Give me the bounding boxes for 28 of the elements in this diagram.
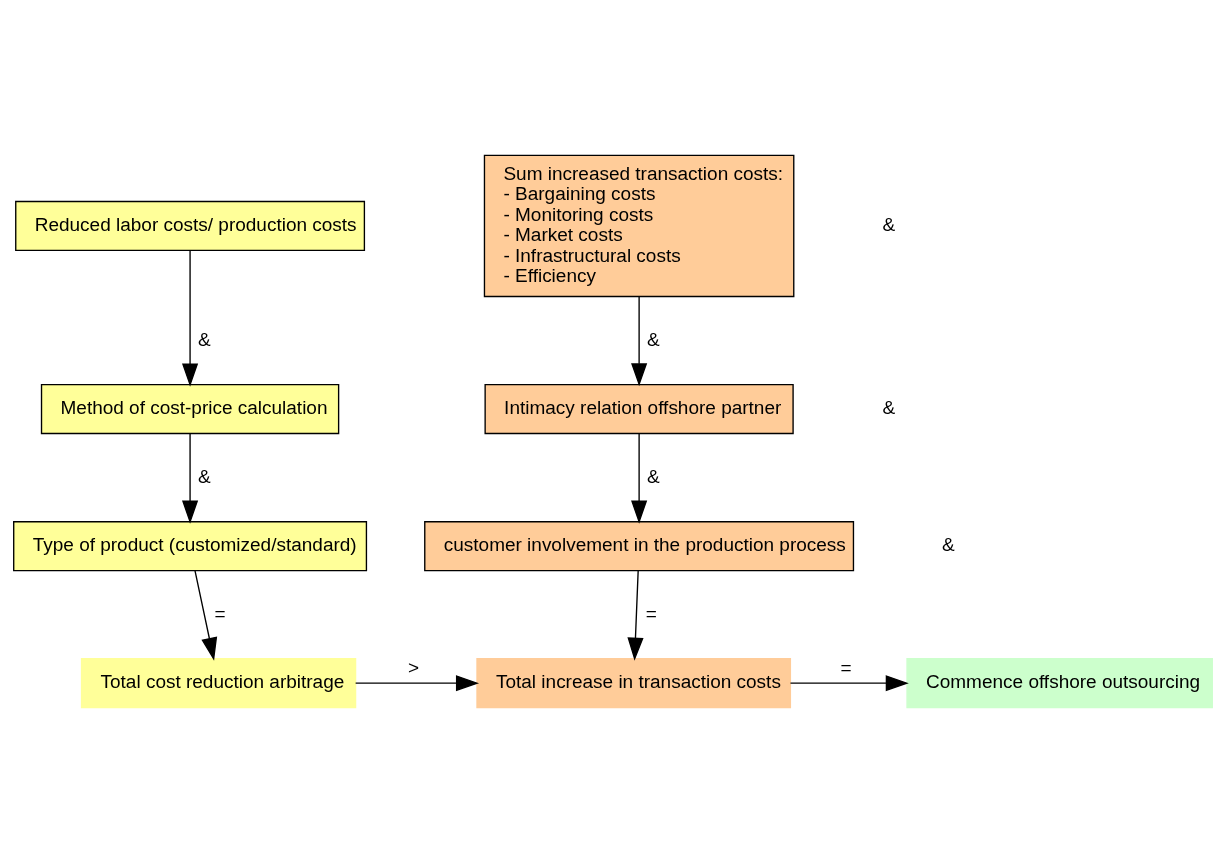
arrow [631, 433, 648, 524]
arrow [631, 295, 648, 387]
edge-label: = [214, 602, 226, 624]
arrow [182, 249, 199, 387]
node-box: Reduced labor costs/ production costs [15, 200, 366, 252]
arrow [627, 570, 644, 661]
arrow [194, 570, 218, 661]
label: & [882, 213, 896, 235]
edge-label: = [645, 602, 657, 624]
edge-label: & [647, 465, 660, 487]
edge-label: > [408, 656, 420, 678]
arrow [354, 675, 480, 692]
node-box: Intimacy relation offshore partner [484, 384, 794, 435]
node-box: Sum increased transaction costs: - Bargaining costs - Monitoring costs - Market costs - Infrastructural costs - Efficiency [483, 154, 795, 298]
node-box: Type of product (customized/standard) [13, 521, 368, 572]
node-box: Commence offshore outsourcing [906, 658, 1213, 709]
edge-label: & [647, 328, 660, 350]
node-box: Total cost reduction arbitrage [80, 658, 357, 709]
edge-label: & [198, 465, 211, 487]
node-box: customer involvement in the production process [424, 521, 855, 572]
edge-label: & [198, 328, 211, 350]
node-box: Total increase in transaction costs [476, 658, 792, 709]
edge-label: = [840, 656, 852, 678]
arrow [789, 675, 909, 692]
label: & [882, 397, 896, 419]
node-box: Method of cost-price calculation [40, 384, 340, 435]
label: & [942, 534, 955, 556]
arrow [182, 433, 199, 524]
